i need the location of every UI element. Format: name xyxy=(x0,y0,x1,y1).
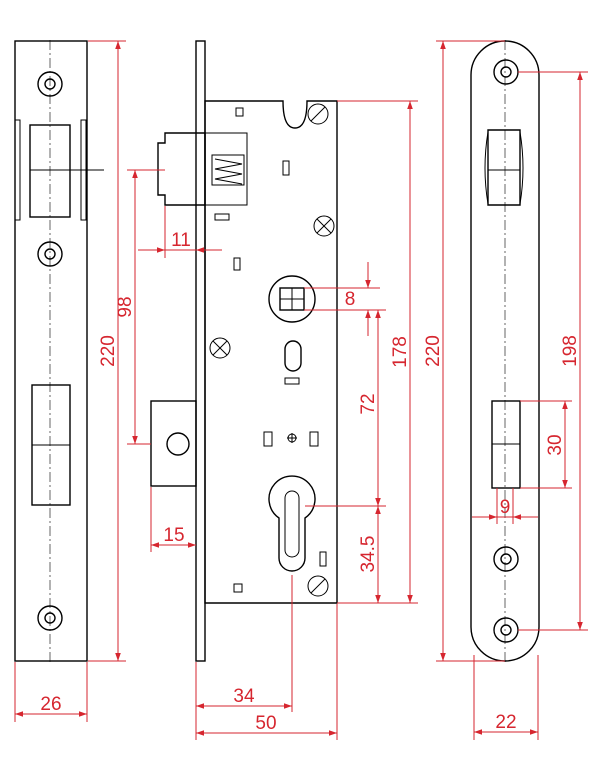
faceplate-front-view xyxy=(14,40,104,662)
dim-case-depth-label: 50 xyxy=(255,713,276,734)
dim-backset-label: 34 xyxy=(233,686,255,707)
faceplate-screw-bottom xyxy=(37,605,63,631)
dim-cylinder-to-bottom: 34.5 xyxy=(337,506,386,604)
dim-striker-height: 220 xyxy=(423,40,505,662)
dim-latch-to-bolt: 98 xyxy=(115,169,165,445)
faceplate-screw-middle xyxy=(37,241,63,267)
dim-center-distance: 72 xyxy=(304,309,386,507)
dim-striker-screw-spacing: 198 xyxy=(518,71,588,631)
dim-follower-square-label: 8 xyxy=(345,289,356,310)
striker-plate xyxy=(470,40,540,662)
striker-screw-bottom xyxy=(493,617,519,643)
cylinder-cutout xyxy=(268,475,316,572)
dim-striker-bolt-slot-label: 30 xyxy=(545,434,566,455)
dim-bolt-throw-label: 15 xyxy=(163,525,184,546)
dim-faceplate-width: 26 xyxy=(14,662,88,722)
dim-striker-width-label: 22 xyxy=(495,712,516,733)
dim-striker-width: 22 xyxy=(473,655,539,740)
dim-striker-screw-spacing-label: 198 xyxy=(560,335,581,367)
striker-screw-middle xyxy=(493,546,519,572)
latch-bolt xyxy=(157,132,248,206)
dim-striker-bolt-slot-width-label: 9 xyxy=(500,497,511,518)
follower-hub xyxy=(268,275,316,323)
dim-latch-throw-label: 11 xyxy=(171,230,191,251)
lock-body-side-view xyxy=(150,40,338,662)
faceplate-screw-top xyxy=(37,71,63,97)
dim-faceplate-width-label: 26 xyxy=(40,694,61,715)
dim-striker-height-label: 220 xyxy=(423,335,444,367)
dim-faceplate-height: 220 xyxy=(88,40,126,662)
dim-case-height: 178 xyxy=(337,100,418,604)
dim-case-height-label: 178 xyxy=(390,336,411,368)
dim-striker-bolt-slot: 30 xyxy=(520,400,572,489)
dim-faceplate-height-label: 220 xyxy=(98,335,119,367)
dim-cylinder-to-bottom-label: 34.5 xyxy=(358,536,379,573)
dim-bolt-throw: 15 xyxy=(150,487,196,552)
dim-center-distance-label: 72 xyxy=(358,393,379,414)
dim-backset: 34 xyxy=(195,575,293,740)
dead-bolt xyxy=(150,400,197,487)
dim-latch-throw: 11 xyxy=(138,206,222,258)
dim-case-depth: 50 xyxy=(196,604,338,740)
dim-latch-to-bolt-label: 98 xyxy=(115,296,136,317)
dim-striker-bolt-slot-width: 9 xyxy=(472,488,538,524)
striker-screw-top xyxy=(493,59,519,85)
